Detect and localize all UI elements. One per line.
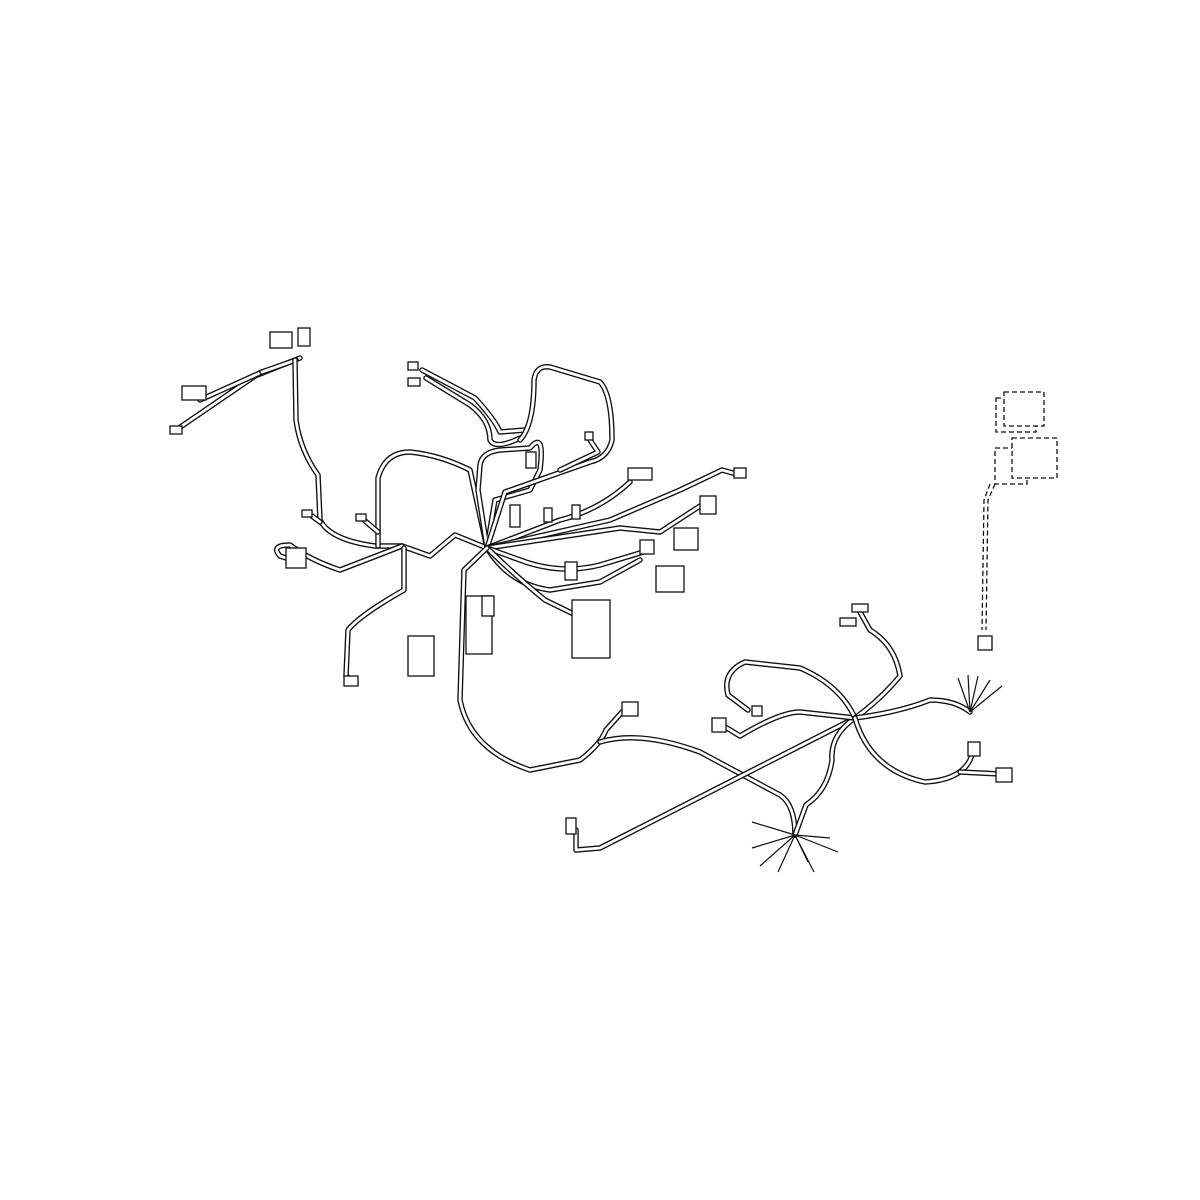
connector-icon	[169, 425, 183, 435]
wire-26	[725, 660, 857, 720]
wire-9	[362, 518, 380, 534]
connector-icon	[407, 635, 435, 677]
pigtail-lead	[969, 679, 991, 713]
wire-28	[853, 698, 972, 720]
wire-14	[558, 438, 600, 472]
connector-icon	[297, 327, 311, 347]
connector-icon	[751, 705, 763, 717]
connector-icon	[584, 431, 594, 441]
connector-icon	[699, 495, 717, 515]
connector-icon	[481, 595, 495, 617]
pigtail-lead	[967, 674, 971, 713]
pigtail-lead	[751, 821, 796, 836]
connector-icon	[355, 513, 367, 522]
pigtail-lead	[777, 834, 796, 873]
wire-17	[485, 504, 702, 550]
wire-18	[485, 546, 652, 571]
wire-29	[853, 716, 976, 784]
wire-22	[598, 736, 797, 837]
pigtail-lead	[969, 675, 979, 713]
wire-11	[420, 368, 527, 434]
wire-4	[375, 449, 490, 551]
wire-4	[376, 450, 489, 550]
pigtail-lead	[794, 834, 831, 839]
connector-icon	[565, 817, 577, 835]
connector-icon	[571, 504, 581, 520]
connector-icon	[564, 561, 578, 581]
connector-icon	[627, 467, 653, 481]
control-module-dashed	[977, 391, 1058, 651]
wire-13	[485, 365, 614, 550]
wire-12	[476, 441, 543, 550]
wire-1	[198, 370, 264, 402]
connector-icon	[285, 547, 307, 569]
connector-icon	[571, 599, 611, 659]
wire-16	[485, 468, 742, 550]
wire-23	[574, 716, 857, 852]
connector-icon	[839, 617, 857, 627]
wire-8	[310, 514, 322, 524]
connector-icon	[639, 539, 655, 555]
connector-icon	[733, 467, 747, 479]
connector-icon	[851, 603, 869, 613]
wire-29	[852, 715, 977, 785]
connector-icon	[621, 701, 639, 717]
wire-10	[424, 376, 522, 446]
pigtail-lead	[969, 685, 1003, 713]
pigtail-lead	[751, 834, 796, 849]
wire-15	[485, 480, 632, 550]
connector-icon	[711, 717, 727, 733]
connectors	[169, 327, 1013, 835]
wire-2	[260, 358, 298, 374]
connector-icon	[655, 565, 685, 593]
connector-icon	[407, 361, 419, 371]
pigtail-lead	[794, 834, 815, 873]
connector-icon	[181, 385, 207, 401]
wire-24	[793, 716, 857, 837]
connector-icon	[967, 741, 981, 757]
connector-icon	[543, 507, 553, 523]
connector-icon	[673, 527, 699, 551]
connector-icon	[301, 509, 313, 518]
wire-6	[275, 543, 404, 572]
connector-icon	[995, 767, 1013, 783]
wire-5	[400, 533, 489, 558]
wire-7	[344, 546, 406, 685]
pigtail-lead	[957, 677, 971, 713]
connector-icon	[269, 331, 293, 349]
pigtail-lead	[794, 834, 839, 853]
wire-27	[852, 609, 903, 721]
connector-icon	[509, 504, 521, 528]
harness-wires	[173, 355, 1003, 853]
wire-25	[720, 710, 857, 738]
pigtail-leads	[751, 674, 1003, 873]
wire-7	[343, 545, 407, 686]
wire-30	[958, 770, 1002, 776]
wire-27	[853, 610, 902, 720]
wire-20	[485, 546, 592, 624]
pigtail-lead	[759, 834, 796, 867]
connector-icon	[525, 451, 537, 469]
connector-icon	[343, 675, 359, 687]
connector-icon	[407, 377, 421, 387]
